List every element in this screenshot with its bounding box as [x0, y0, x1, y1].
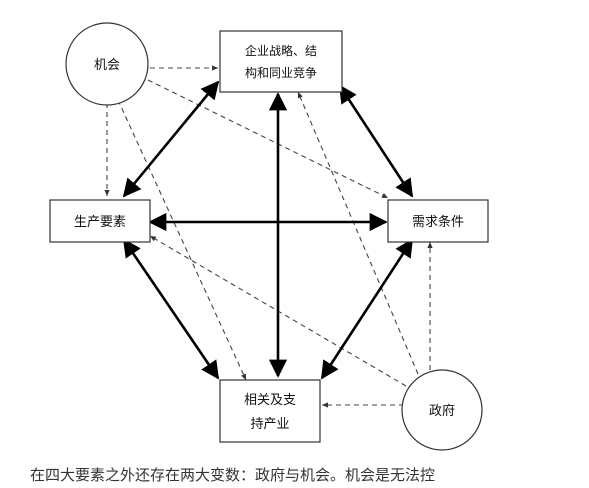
opportunity-circle — [65, 22, 149, 106]
arrow-strategy-demand — [338, 84, 414, 198]
factors-label: 生产要素 — [74, 215, 126, 230]
related-label-line1: 相关及支 — [244, 393, 296, 408]
node-demand: 需求条件 — [387, 199, 489, 243]
dashed-arrows — [104, 65, 433, 408]
solid-arrows — [122, 80, 414, 380]
opportunity-label: 机会 — [94, 58, 120, 73]
demand-box — [387, 199, 489, 243]
arrow-factors-related — [122, 238, 220, 380]
node-government: 政府 — [401, 369, 483, 451]
government-label: 政府 — [429, 404, 455, 419]
arrow-strategy-factors — [122, 80, 220, 198]
related-label-line2: 持产业 — [250, 417, 289, 432]
caption-text: 在四大要素之外还存在两大变数：政府与机会。机会是无法控 — [30, 466, 436, 484]
node-strategy: 企业战略、结 构和同业竞争 — [219, 30, 343, 93]
node-opportunity: 机会 — [65, 22, 149, 106]
factors-box — [49, 199, 151, 243]
arrow-government-to-strategy — [297, 91, 419, 375]
arrow-demand-related — [320, 238, 414, 380]
demand-label: 需求条件 — [412, 214, 464, 230]
node-related: 相关及支 持产业 — [219, 379, 321, 443]
related-box — [219, 379, 321, 443]
strategy-box — [219, 30, 343, 93]
strategy-label-line2: 构和同业竞争 — [245, 65, 317, 80]
node-factors: 生产要素 — [49, 199, 151, 243]
arrow-opportunity-to-demand — [147, 79, 389, 199]
government-circle — [401, 369, 483, 451]
strategy-label-line1: 企业战略、结 — [245, 43, 317, 58]
